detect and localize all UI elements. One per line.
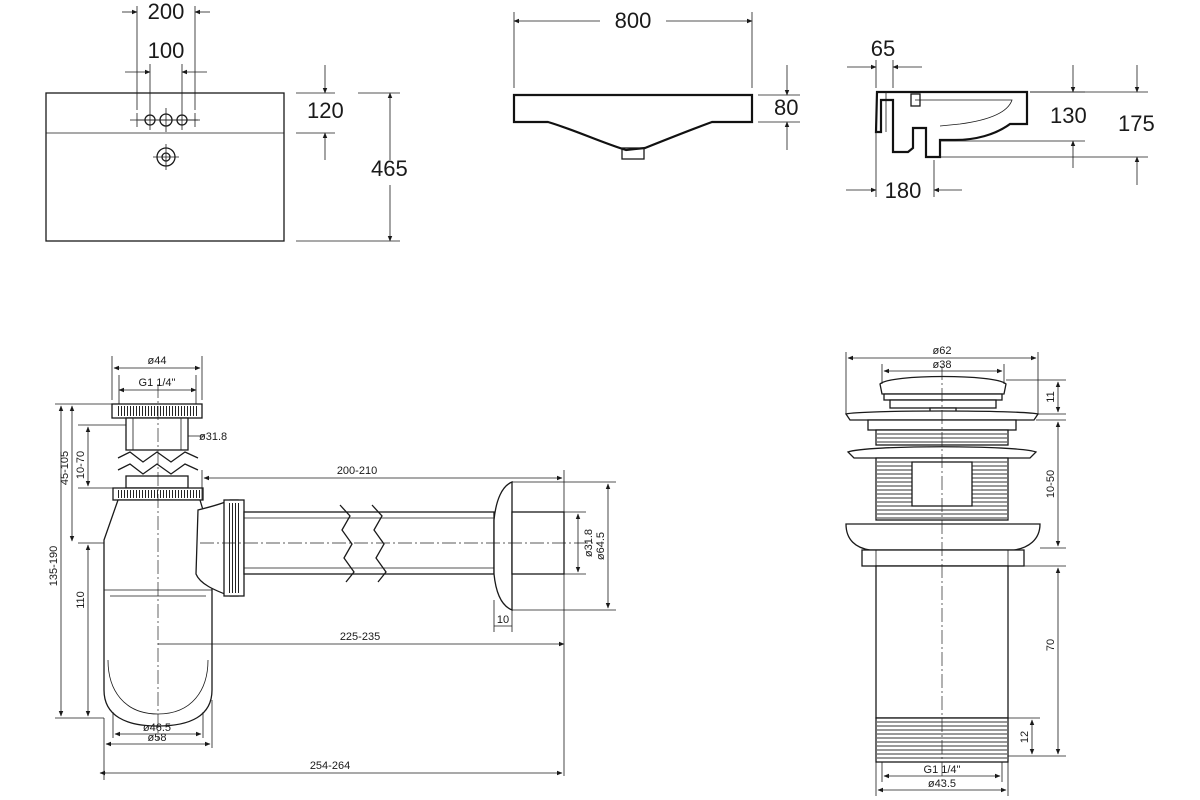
dim-h11-label: 11 — [1045, 391, 1057, 402]
tap-holes-icon — [136, 108, 198, 132]
dim-flange10-label: 10 — [497, 614, 509, 626]
valve-bottom-nut — [845, 523, 1041, 551]
overflow-slot — [910, 93, 921, 107]
drain-hole-icon — [153, 144, 179, 170]
dim-len200-210-label: 200-210 — [337, 465, 377, 477]
dim-h135-190-label: 135-190 — [48, 546, 60, 586]
dim-len225-235-label: 225-235 — [340, 631, 380, 643]
dim-d58-label: ø58 — [148, 732, 167, 744]
siphon-outlet-pipe — [243, 511, 495, 575]
bottle-siphon: ø44 G1 1/4" ø31.8 135-190 45-105 10-70 1… — [48, 355, 616, 780]
dim-800-label: 800 — [615, 8, 652, 33]
dim-80-label: 80 — [774, 95, 798, 120]
dim-120-label: 120 — [307, 98, 344, 123]
dim-d44-label: ø44 — [148, 355, 167, 367]
dim-d64-5-label: ø64.5 — [595, 532, 607, 560]
dim-h45-105-label: 45-105 — [59, 451, 71, 485]
pipe-break-mark — [339, 504, 355, 583]
dim-h70-label: 70 — [1045, 639, 1057, 651]
drain-stub-front — [621, 147, 645, 160]
dim-len254-264-label: 254-264 — [310, 760, 350, 772]
drain-valve: ø62 ø38 11 10-50 70 12 G1 1/4" ø43.5 — [844, 345, 1066, 796]
siphon-wall-flange — [493, 481, 513, 611]
dim-h10-70-label: 10-70 — [75, 451, 87, 479]
basin-top-view: 200 100 120 465 — [45, 0, 408, 242]
siphon-break-mark — [117, 451, 199, 463]
dim-thread-top-label: G1 1/4" — [139, 377, 176, 389]
dim-465-label: 465 — [371, 156, 408, 181]
basin-outline-top — [45, 92, 285, 242]
basin-side-view: 65 130 175 180 — [846, 36, 1155, 203]
valve-cap — [879, 375, 1007, 395]
basin-side-outline — [874, 90, 1029, 159]
dim-d31-8-top-label: ø31.8 — [199, 431, 227, 443]
dim-175-label: 175 — [1118, 111, 1155, 136]
valve-middle-washer — [846, 446, 1038, 459]
basin-front-view: 800 80 — [512, 8, 800, 160]
dim-d43-5-label: ø43.5 — [928, 778, 956, 790]
dim-d31-8-pipe-label: ø31.8 — [583, 529, 595, 557]
dim-65-label: 65 — [871, 36, 895, 61]
dim-130-label: 130 — [1050, 103, 1087, 128]
basin-front-outline — [512, 93, 754, 152]
dim-d38-label: ø38 — [933, 359, 952, 371]
dim-d46-5-label: ø46.5 — [143, 722, 171, 734]
dim-h110-label: 110 — [75, 591, 87, 609]
dim-180-label: 180 — [885, 178, 922, 203]
dim-100-label: 100 — [148, 38, 185, 63]
dim-200-label: 200 — [148, 0, 185, 24]
dim-h12-label: 12 — [1019, 731, 1031, 743]
dim-valve-thread-label: G1 1/4" — [924, 764, 961, 776]
dim-h10-50-label: 10-50 — [1045, 470, 1057, 498]
dim-d62-label: ø62 — [933, 345, 952, 357]
